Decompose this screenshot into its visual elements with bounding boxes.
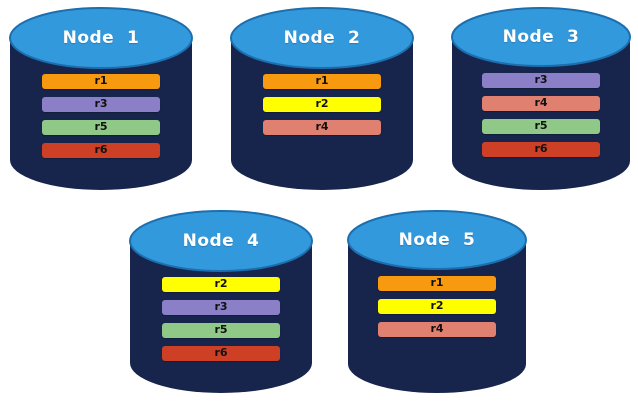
replica-chip[interactable]: r3 bbox=[482, 73, 600, 88]
replica-list: r1 r2 r4 bbox=[231, 74, 413, 135]
replica-chip[interactable]: r5 bbox=[482, 119, 600, 134]
replica-chip[interactable]: r3 bbox=[162, 300, 280, 315]
replica-chip[interactable]: r4 bbox=[378, 322, 496, 337]
replica-chip[interactable]: r1 bbox=[42, 74, 160, 89]
replica-chip[interactable]: r1 bbox=[263, 74, 381, 89]
cylinder-top-ellipse bbox=[9, 7, 193, 69]
replica-chip[interactable]: r6 bbox=[162, 346, 280, 361]
replica-chip[interactable]: r5 bbox=[162, 323, 280, 338]
replica-chip[interactable]: r6 bbox=[42, 143, 160, 158]
replica-list: r1 r2 r4 bbox=[348, 276, 526, 337]
replica-list: r2 r3 r5 r6 bbox=[130, 277, 312, 361]
replica-chip[interactable]: r2 bbox=[263, 97, 381, 112]
replica-chip[interactable]: r6 bbox=[482, 142, 600, 157]
replica-chip[interactable]: r2 bbox=[378, 299, 496, 314]
replica-chip[interactable]: r1 bbox=[378, 276, 496, 291]
replica-chip[interactable]: r4 bbox=[482, 96, 600, 111]
cylinder-top-ellipse bbox=[451, 7, 631, 67]
cylinder-top-ellipse bbox=[129, 210, 313, 272]
replica-chip[interactable]: r2 bbox=[162, 277, 280, 292]
cylinder-top-ellipse bbox=[230, 7, 414, 69]
replica-chip[interactable]: r5 bbox=[42, 120, 160, 135]
replica-list: r1 r3 r5 r6 bbox=[10, 74, 192, 158]
replica-chip[interactable]: r3 bbox=[42, 97, 160, 112]
cylinder-top-ellipse bbox=[347, 210, 527, 270]
replica-list: r3 r4 r5 r6 bbox=[452, 73, 630, 157]
replica-chip[interactable]: r4 bbox=[263, 120, 381, 135]
